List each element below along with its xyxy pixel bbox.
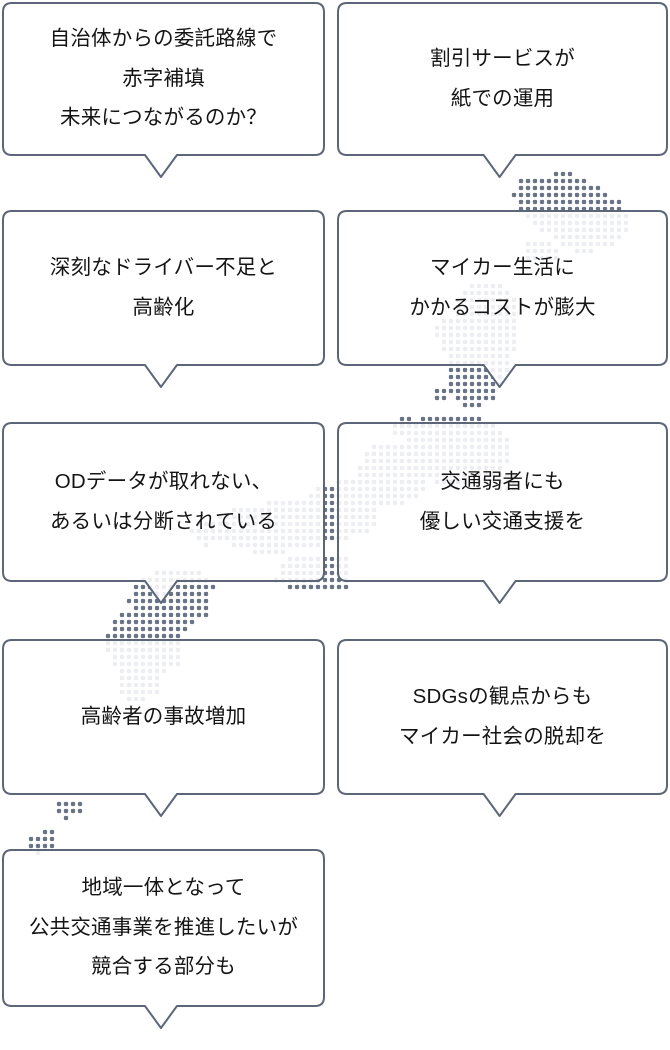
bubble-text-line: 公共交通事業を推進したいが bbox=[28, 915, 299, 939]
bubble-outline bbox=[2, 849, 325, 1029]
bubble-outline bbox=[2, 210, 325, 388]
bubble-outline bbox=[337, 639, 668, 817]
bubble-text-line: SDGsの観点からも bbox=[412, 684, 593, 708]
bubble-text-line: 未来につながるのか？ bbox=[60, 106, 267, 130]
bubble-text: 地域一体となって公共交通事業を推進したいが競合する部分も bbox=[2, 849, 325, 1006]
bubble-outline bbox=[2, 639, 325, 817]
bubble-text-line: 赤字補填 bbox=[122, 66, 205, 90]
bubble-text: マイカー生活にかかるコストが膨大 bbox=[337, 210, 668, 365]
bubble-text-line: 高齢化 bbox=[132, 295, 195, 319]
bubble-text: 割引サービスが紙での運用 bbox=[337, 2, 668, 155]
bubble-elderly-accidents[interactable]: 高齢者の事故増加 bbox=[2, 639, 325, 817]
bubble-text: SDGsの観点からもマイカー社会の脱却を bbox=[337, 639, 668, 794]
bubble-text-line: 交通弱者にも bbox=[440, 469, 565, 493]
bubble-text-line: 紙での運用 bbox=[450, 86, 555, 110]
bubble-text-line: 高齢者の事故増加 bbox=[80, 704, 247, 728]
bubble-text-line: あるいは分断されている bbox=[49, 509, 278, 533]
bubble-subsidized-route[interactable]: 自治体からの委託路線で赤字補填未来につながるのか？ bbox=[2, 2, 325, 178]
bubble-sdgs-car-society[interactable]: SDGsの観点からもマイカー社会の脱却を bbox=[337, 639, 668, 817]
bubble-mobility-support[interactable]: 交通弱者にも優しい交通支援を bbox=[337, 422, 668, 604]
bubble-text-line: 自治体からの委託路線で bbox=[49, 26, 278, 50]
bubble-text-line: ODデータが取れない、 bbox=[54, 469, 273, 493]
bubble-text-line: 地域一体となって bbox=[81, 875, 246, 899]
bubble-outline bbox=[337, 210, 668, 388]
bubble-text: 交通弱者にも優しい交通支援を bbox=[337, 422, 668, 581]
bubble-text: 深刻なドライバー不足と高齢化 bbox=[2, 210, 325, 365]
bubble-paper-discount-service[interactable]: 割引サービスが紙での運用 bbox=[337, 2, 668, 178]
bubble-text-line: 優しい交通支援を bbox=[419, 509, 586, 533]
bubble-regional-cooperation[interactable]: 地域一体となって公共交通事業を推進したいが競合する部分も bbox=[2, 849, 325, 1029]
bubble-driver-shortage[interactable]: 深刻なドライバー不足と高齢化 bbox=[2, 210, 325, 388]
bubble-outline bbox=[337, 2, 668, 178]
bubble-car-ownership-cost[interactable]: マイカー生活にかかるコストが膨大 bbox=[337, 210, 668, 388]
bubble-text-line: 割引サービスが bbox=[430, 46, 575, 70]
bubble-text-line: 深刻なドライバー不足と bbox=[49, 255, 278, 279]
bubble-od-data[interactable]: ODデータが取れない、あるいは分断されている bbox=[2, 422, 325, 604]
bubble-text-line: 競合する部分も bbox=[91, 955, 236, 979]
bubble-text: 自治体からの委託路線で赤字補填未来につながるのか？ bbox=[2, 2, 325, 155]
bubble-text-line: マイカー社会の脱却を bbox=[399, 724, 606, 748]
bubble-outline bbox=[337, 422, 668, 604]
bubble-outline bbox=[2, 2, 325, 178]
bubble-text: 高齢者の事故増加 bbox=[2, 639, 325, 794]
bubble-text-line: かかるコストが膨大 bbox=[409, 295, 596, 319]
bubble-text: ODデータが取れない、あるいは分断されている bbox=[2, 422, 325, 581]
bubble-text-line: マイカー生活に bbox=[430, 255, 575, 279]
